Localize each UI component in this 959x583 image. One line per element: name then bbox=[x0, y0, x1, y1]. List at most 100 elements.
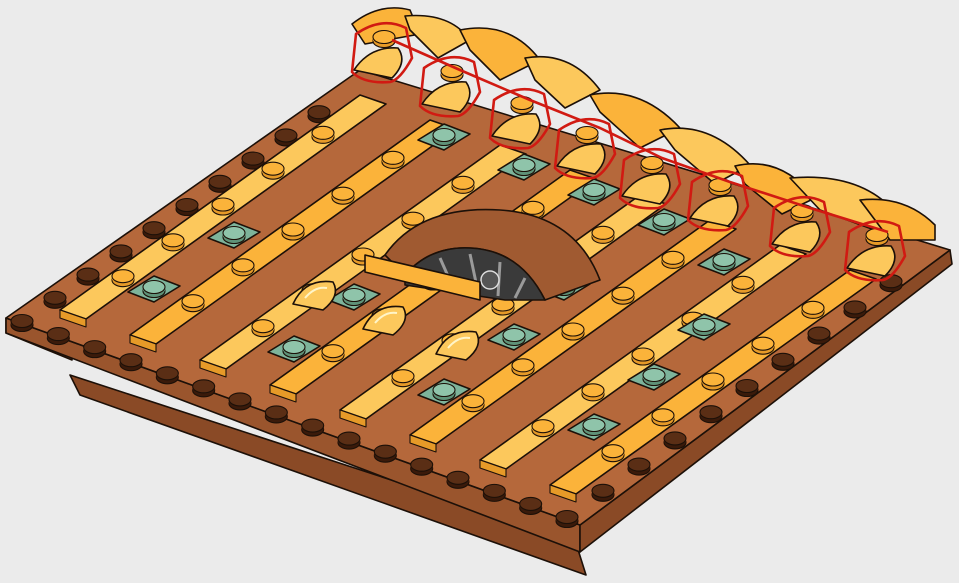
perimeter-stud bbox=[411, 458, 433, 475]
stud-top bbox=[262, 162, 284, 175]
stud-top bbox=[503, 329, 525, 342]
orange-stud bbox=[662, 251, 684, 268]
stud-top bbox=[110, 245, 132, 258]
stud-top bbox=[265, 406, 287, 419]
stud-top bbox=[156, 367, 178, 380]
stud-top bbox=[143, 222, 165, 235]
stud-top bbox=[522, 201, 544, 214]
perimeter-stud bbox=[110, 245, 132, 262]
stud-top bbox=[302, 419, 324, 432]
stud-top bbox=[632, 348, 654, 361]
orange-stud bbox=[252, 320, 274, 337]
perimeter-stud bbox=[120, 354, 142, 371]
stud-top bbox=[513, 159, 535, 172]
stud-top bbox=[462, 395, 484, 408]
stud-top bbox=[808, 327, 830, 340]
stud-top bbox=[562, 323, 584, 336]
perimeter-stud bbox=[664, 432, 686, 449]
stud-top bbox=[308, 106, 330, 119]
stud-top bbox=[653, 214, 675, 227]
stud-top bbox=[232, 259, 254, 272]
orange-stud bbox=[112, 270, 134, 287]
stud-top bbox=[433, 384, 455, 397]
stud-top bbox=[44, 291, 66, 304]
orange-stud bbox=[382, 151, 404, 168]
stud-top bbox=[47, 328, 69, 341]
back-slope-2 bbox=[405, 16, 470, 59]
orange-stud bbox=[212, 198, 234, 215]
sand-green-stud bbox=[693, 319, 715, 336]
perimeter-stud bbox=[229, 393, 251, 410]
sand-green-stud bbox=[503, 329, 525, 346]
stud-top bbox=[512, 359, 534, 372]
stud-top bbox=[752, 337, 774, 350]
sand-green-stud bbox=[583, 184, 605, 201]
orange-stud bbox=[452, 176, 474, 193]
tooth-base-stud bbox=[641, 157, 663, 174]
perimeter-stud bbox=[736, 380, 758, 397]
stud-top bbox=[182, 295, 204, 308]
orange-stud bbox=[632, 348, 654, 365]
stud-top bbox=[736, 380, 758, 393]
sand-green-stud bbox=[433, 129, 455, 146]
perimeter-stud bbox=[265, 406, 287, 423]
orange-stud bbox=[232, 259, 254, 276]
tooth-base-stud bbox=[373, 31, 395, 48]
perimeter-stud bbox=[447, 471, 469, 488]
stud-top bbox=[252, 320, 274, 333]
perimeter-stud bbox=[338, 432, 360, 449]
sand-green-stud bbox=[223, 227, 245, 244]
stud-top bbox=[576, 127, 598, 140]
perimeter-stud bbox=[11, 315, 33, 332]
stud-top bbox=[242, 152, 264, 165]
orange-stud bbox=[702, 373, 724, 390]
sand-green-stud bbox=[283, 341, 305, 358]
stud-top bbox=[84, 341, 106, 354]
stud-top bbox=[382, 151, 404, 164]
sand-green-stud bbox=[653, 214, 675, 231]
perimeter-stud bbox=[556, 511, 578, 528]
stud-top bbox=[162, 234, 184, 247]
orange-stud bbox=[582, 384, 604, 401]
perimeter-stud bbox=[628, 458, 650, 475]
stud-top bbox=[652, 409, 674, 422]
stud-top bbox=[283, 341, 305, 354]
orange-stud bbox=[612, 287, 634, 304]
stud-top bbox=[229, 393, 251, 406]
stud-top bbox=[120, 354, 142, 367]
stud-top bbox=[209, 175, 231, 188]
sand-green-stud bbox=[343, 289, 365, 306]
perimeter-stud bbox=[44, 291, 66, 308]
stud-top bbox=[520, 497, 542, 510]
stud-top bbox=[511, 97, 533, 110]
grille-hub bbox=[481, 271, 499, 289]
stud-top bbox=[700, 406, 722, 419]
stud-top bbox=[583, 184, 605, 197]
perimeter-stud bbox=[47, 328, 69, 345]
stud-top bbox=[373, 31, 395, 44]
sand-green-stud bbox=[433, 384, 455, 401]
perimeter-stud bbox=[374, 445, 396, 462]
stud-top bbox=[223, 227, 245, 240]
orange-stud bbox=[262, 162, 284, 179]
perimeter-stud bbox=[808, 327, 830, 344]
stud-top bbox=[612, 287, 634, 300]
stud-top bbox=[592, 484, 614, 497]
stud-top bbox=[322, 345, 344, 358]
orange-stud bbox=[732, 276, 754, 293]
stud-top bbox=[176, 199, 198, 212]
stud-top bbox=[11, 315, 33, 328]
stud-top bbox=[641, 157, 663, 170]
perimeter-stud bbox=[156, 367, 178, 384]
orange-stud bbox=[462, 395, 484, 412]
stud-top bbox=[556, 511, 578, 524]
orange-stud bbox=[512, 359, 534, 376]
sand-green-stud bbox=[713, 254, 735, 271]
orange-stud bbox=[182, 295, 204, 312]
stud-top bbox=[112, 270, 134, 283]
orange-stud bbox=[282, 223, 304, 240]
stud-top bbox=[602, 445, 624, 458]
stud-top bbox=[433, 129, 455, 142]
